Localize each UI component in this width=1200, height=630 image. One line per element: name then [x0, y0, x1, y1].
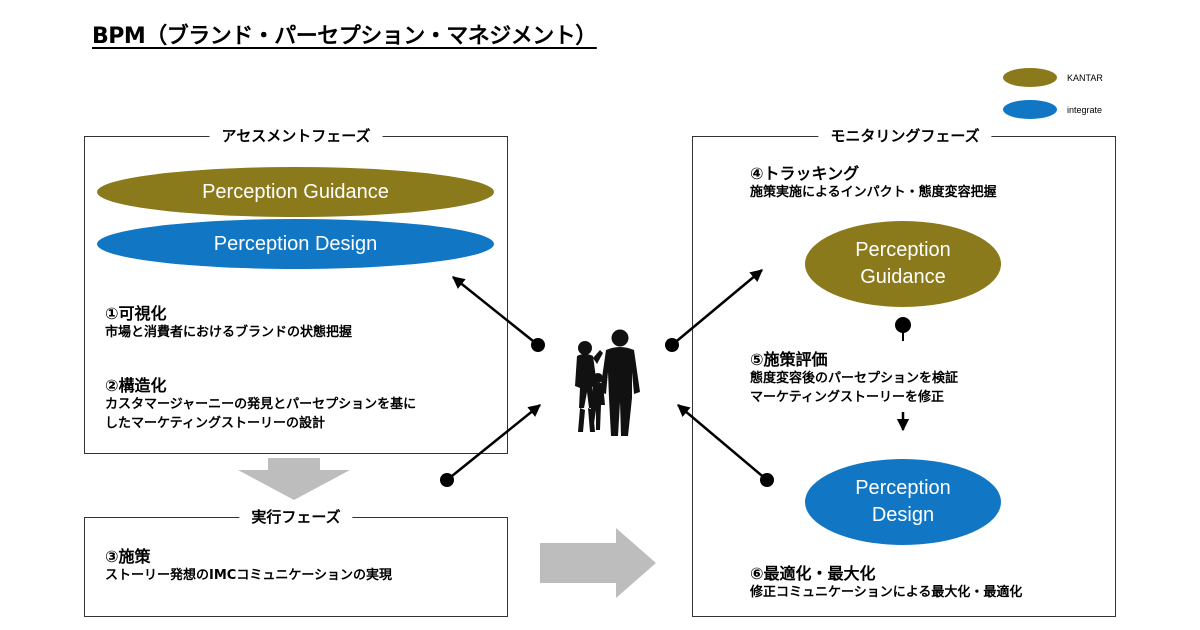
step-text: ストーリー発想のIMCコミュニケーションの実現 [105, 568, 393, 583]
monitoring-perception-guidance-ellipse: Perception Guidance [805, 221, 1001, 307]
gray-down-arrow [238, 458, 350, 500]
gray-right-arrow [540, 528, 656, 598]
monitoring-phase-label: モニタリングフェーズ [818, 125, 992, 146]
step-evaluation: ⑤施策評価 態度変容後のパーセプションを検証 マーケティングストーリーを修正 [750, 346, 958, 408]
assessment-phase-label: アセスメントフェーズ [209, 125, 383, 146]
step-heading: ④トラッキング [750, 164, 860, 183]
arrow-to-assessment [452, 276, 545, 352]
step-text: 施策実施によるインパクト・態度変容把握 [750, 185, 997, 200]
step-tracking: ④トラッキング 施策実施によるインパクト・態度変容把握 [750, 160, 997, 203]
step-text: 修正コミュニケーションによる最大化・最適化 [750, 585, 1023, 600]
execution-phase-box [84, 517, 508, 617]
legend: KANTAR integrate [1003, 68, 1103, 119]
ellipse-label: Perception Guidance [202, 180, 389, 203]
step-heading: ①可視化 [105, 304, 167, 323]
step-structure: ②構造化 カスタマージャーニーの発見とパーセプションを基に したマーケティングス… [105, 372, 416, 434]
assessment-perception-guidance-ellipse: Perception Guidance [97, 167, 494, 217]
arrow-from-design [677, 404, 774, 487]
step-text: マーケティングストーリーを修正 [750, 389, 944, 405]
ellipse-label-line: Design [871, 504, 935, 526]
page-title: BPM（ブランド・パーセプション・マネジメント） [92, 24, 597, 49]
step-text: 態度変容後のパーセプションを検証 [750, 371, 959, 386]
people-silhouette-icon [575, 329, 640, 436]
ellipse-label: Perception Design [213, 232, 378, 255]
step-heading: ②構造化 [105, 376, 167, 395]
step-visualize: ①可視化 市場と消費者におけるブランドの状態把握 [105, 300, 352, 343]
assessment-perception-design-ellipse: Perception Design [97, 219, 494, 269]
guidance-connector-pin [895, 317, 911, 341]
arrow-from-execution [440, 404, 541, 487]
step-heading: ⑤施策評価 [750, 350, 828, 369]
legend-item-integrate: integrate [1003, 100, 1103, 119]
step-text: カスタマージャーニーの発見とパーセプションを基に [105, 397, 417, 412]
step-heading: ⑥最適化・最大化 [750, 564, 876, 583]
step-measures: ③施策 ストーリー発想のIMCコミュニケーションの実現 [105, 543, 392, 586]
arrow-to-tracking [665, 269, 763, 352]
ellipse-label-line: Guidance [860, 266, 946, 288]
execution-phase-label: 実行フェーズ [239, 506, 353, 527]
step-heading: ③施策 [105, 547, 151, 566]
monitoring-perception-design-ellipse: Perception Design [805, 459, 1001, 545]
ellipse-label-line: Perception [855, 477, 951, 499]
ellipse-label-line: Perception [855, 239, 951, 261]
legend-label: integrate [1067, 104, 1103, 115]
legend-item-kantar: KANTAR [1003, 68, 1103, 87]
step-text: 市場と消費者におけるブランドの状態把握 [105, 325, 353, 340]
step-text: したマーケティングストーリーの設計 [105, 415, 325, 431]
legend-label: KANTAR [1067, 72, 1103, 83]
legend-swatch-integrate [1003, 100, 1057, 119]
step-optimize: ⑥最適化・最大化 修正コミュニケーションによる最大化・最適化 [750, 560, 1022, 603]
legend-swatch-kantar [1003, 68, 1057, 87]
